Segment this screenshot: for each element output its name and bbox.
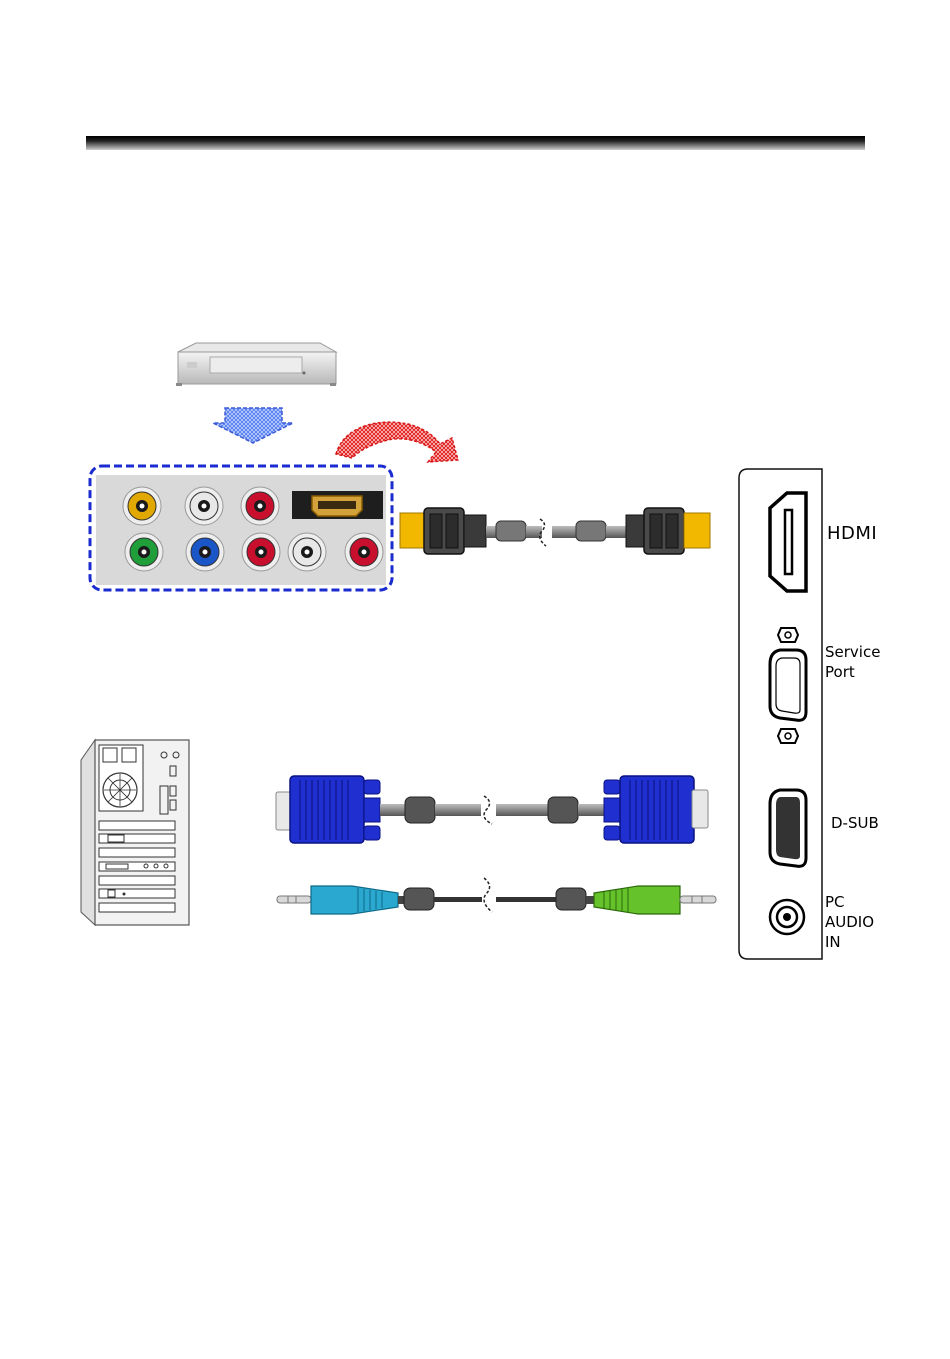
arrow-curved-red-icon [336,422,458,462]
service-port-label: Service Port [825,642,880,682]
arrow-down-blue-icon [213,408,293,443]
pc-tower-icon [81,740,189,925]
vga-cable-icon [276,776,708,843]
rca-jack-blue-icon [186,533,224,571]
hdmi-cable-icon [400,508,710,554]
rca-jack-red-icon [345,533,383,571]
rca-jack-red-icon [241,487,279,525]
rca-jack-white-icon [288,533,326,571]
rca-jack-white-icon [185,487,223,525]
av-connector-panel [90,466,392,590]
pc-audio-in-port-label: PC AUDIO IN [825,892,874,952]
d-sub-port-label: D-SUB [831,813,879,833]
tv-connector-panel [739,469,822,959]
rca-jack-green-icon [125,533,163,571]
dvd-player-icon [176,343,336,386]
screw-icon [778,729,798,743]
hdmi-port-label: HDMI [827,524,877,544]
screw-icon [778,628,798,642]
audio-cable-icon [277,878,716,914]
header-rule [86,136,865,150]
rca-jack-yellow-icon [123,487,161,525]
rca-jack-red-icon [242,533,280,571]
